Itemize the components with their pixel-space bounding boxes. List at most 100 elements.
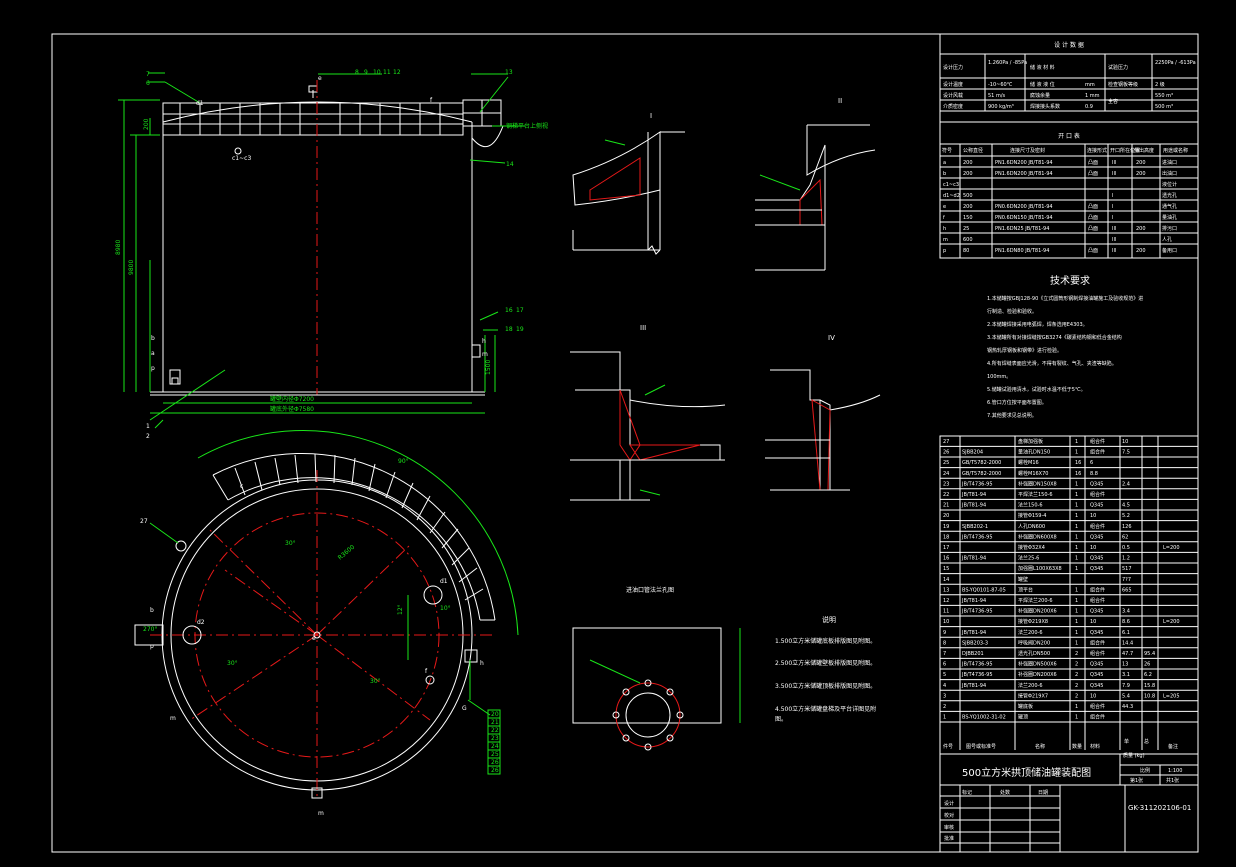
- parts-cell: BS-YQ1002-31-02: [962, 715, 1006, 721]
- parts-cell: SJBB202-1: [962, 524, 988, 530]
- parts-cell: 1: [1075, 492, 1078, 498]
- parts-cell: 组合件: [1090, 491, 1105, 498]
- parts-cell: 1: [1075, 609, 1078, 615]
- svg-text:公称直径: 公称直径: [963, 147, 983, 154]
- parts-cell: 5.2: [1122, 513, 1130, 519]
- svg-text:d1: d1: [440, 578, 448, 585]
- flange-view: 进油口管法兰孔图: [572, 586, 741, 751]
- design-data-cells: 设计压力 1.260Pa / -85Pa 储 液 材 料 试验压力 2250Pa…: [943, 60, 1196, 110]
- parts-cell: 16: [1075, 460, 1081, 466]
- nozzle-cell: 200: [963, 204, 973, 210]
- parts-cell: JB/T81-94: [961, 492, 986, 498]
- detail-III: III: [570, 324, 726, 501]
- svg-text:e: e: [312, 635, 316, 642]
- nozzle-cell: PN1.6DN25 JB/T81-94: [995, 226, 1049, 232]
- detail-I: I: [572, 112, 685, 255]
- nozzle-cell: III: [1112, 237, 1116, 243]
- parts-cell: 10: [1090, 545, 1096, 551]
- svg-text:p: p: [151, 365, 155, 372]
- parts-cell: Q345: [1090, 503, 1103, 509]
- nozzle-cell: 液位计: [1162, 181, 1177, 188]
- svg-text:51 m/s: 51 m/s: [988, 93, 1006, 99]
- parts-cell: 1: [1075, 439, 1078, 445]
- parts-cell: 6.1: [1122, 630, 1130, 636]
- parts-cell: 12: [943, 598, 949, 604]
- svg-text:30°: 30°: [227, 660, 238, 667]
- parts-cell: JB/T4736-95: [961, 481, 993, 487]
- svg-text:材料: 材料: [1090, 743, 1100, 750]
- svg-text:9: 9: [364, 69, 368, 76]
- nozzle-cell: 出油口: [1162, 170, 1177, 177]
- nozzle-cell: 200: [963, 171, 973, 177]
- parts-cell: 16: [1075, 471, 1081, 477]
- nozzle-table-head: 符号 公称直径 连接尺寸及密封 连接形式 开口所在位置 伸出高度 用途或名称: [942, 147, 1188, 154]
- svg-text:90°: 90°: [398, 458, 409, 465]
- svg-text:设计压力: 设计压力: [943, 64, 963, 71]
- parts-cell: Q345: [1090, 662, 1103, 668]
- svg-text:R3600: R3600: [337, 544, 357, 562]
- parts-cell: 顶平台: [1018, 586, 1033, 593]
- elevation-letters: e d1 f c1~c3 h m a b p 1 2: [146, 75, 488, 440]
- nozzle-cell: 排污口: [1162, 225, 1177, 232]
- sheet-no: 第1张: [1130, 777, 1143, 784]
- parts-cell: 1: [1075, 704, 1078, 710]
- plan-letters: c e d1 d2 f b p h m G 27 m: [140, 483, 484, 817]
- parts-cell: 2: [943, 704, 946, 710]
- svg-text:钢梯平台上侧视: 钢梯平台上侧视: [506, 122, 548, 130]
- parts-cell: 15.8: [1144, 683, 1155, 689]
- parts-cell: 47.7: [1122, 651, 1133, 657]
- svg-text:2.500立方米储罐壁板排版图见附图。: 2.500立方米储罐壁板排版图见附图。: [775, 659, 876, 667]
- parts-cell: 6: [943, 662, 946, 668]
- svg-text:II: II: [838, 97, 842, 105]
- parts-cell: 螺栓M16X70: [1018, 470, 1048, 477]
- scale-value: 1:100: [1168, 768, 1182, 774]
- svg-text:d1: d1: [196, 100, 204, 107]
- tech-requirement-line: 2.本储罐焊接采用电弧焊，焊条选用E4303。: [987, 321, 1088, 328]
- parts-cell: L=200: [1163, 545, 1180, 551]
- parts-cell: 15: [943, 566, 949, 572]
- parts-cell: 法兰150-6: [1018, 502, 1043, 509]
- parts-cell: 3: [943, 693, 946, 699]
- parts-cell: 螺栓M16: [1018, 459, 1039, 466]
- parts-cell: 1: [1075, 630, 1078, 636]
- svg-text:单: 单: [1124, 738, 1129, 745]
- parts-cell: 组合件: [1090, 639, 1105, 646]
- parts-cell: 7.5: [1122, 450, 1130, 456]
- parts-cell: 组合件: [1090, 597, 1105, 604]
- svg-text:批准: 批准: [944, 835, 954, 842]
- svg-text:试验压力: 试验压力: [1108, 64, 1128, 71]
- svg-text:用途或名称: 用途或名称: [1163, 147, 1188, 154]
- parts-cell: JB/T4736-95: [961, 672, 993, 678]
- parts-cell: 呼吸阀DN200: [1018, 639, 1050, 646]
- svg-text:开 口 表: 开 口 表: [1058, 132, 1080, 140]
- parts-cell: 20: [943, 513, 949, 519]
- svg-text:1.260Pa / -85Pa: 1.260Pa / -85Pa: [988, 60, 1027, 66]
- parts-cell: 1: [1075, 598, 1078, 604]
- tech-requirement-line: 行制造、检验和验收。: [987, 308, 1037, 315]
- nozzle-cell: 500: [963, 193, 973, 199]
- tech-requirements-title: 技术要求: [1050, 274, 1090, 287]
- svg-text:25: 25: [491, 751, 499, 758]
- parts-cell: 盘梯加强板: [1018, 438, 1043, 445]
- parts-cell: 21: [943, 503, 949, 509]
- parts-cell: 平焊法兰150-6: [1018, 491, 1053, 498]
- svg-text:0.9: 0.9: [1085, 104, 1093, 110]
- svg-text:900 kg/m³: 900 kg/m³: [988, 104, 1014, 110]
- nozzle-cell: b: [943, 171, 946, 177]
- svg-text:a: a: [151, 350, 155, 357]
- svg-text:1 mm: 1 mm: [1085, 93, 1100, 99]
- svg-text:26: 26: [491, 759, 499, 766]
- svg-text:审核: 审核: [944, 824, 954, 831]
- parts-cell: 6.2: [1144, 672, 1152, 678]
- tech-requirement-line: 5.储罐试验用清水，试验时水温不低于5℃。: [987, 386, 1086, 393]
- parts-cell: 3.4: [1122, 609, 1130, 615]
- svg-text:G: G: [462, 705, 467, 712]
- nozzle-cell: 人孔: [1162, 236, 1172, 243]
- nozzle-cell: 通气孔: [1162, 203, 1177, 210]
- parts-cell: JB/T81-94: [961, 598, 986, 604]
- nozzle-cell: 凸面: [1088, 226, 1098, 232]
- parts-list-head: 件号 图号或标准号 名称 数量 材料 单 总 备注 质量 (kg): [943, 738, 1178, 759]
- svg-text:4.500立方米储罐盘梯及平台详图见附: 4.500立方米储罐盘梯及平台详图见附: [775, 705, 876, 713]
- parts-cell: 1: [1075, 513, 1078, 519]
- svg-text:c1~c3: c1~c3: [232, 155, 251, 162]
